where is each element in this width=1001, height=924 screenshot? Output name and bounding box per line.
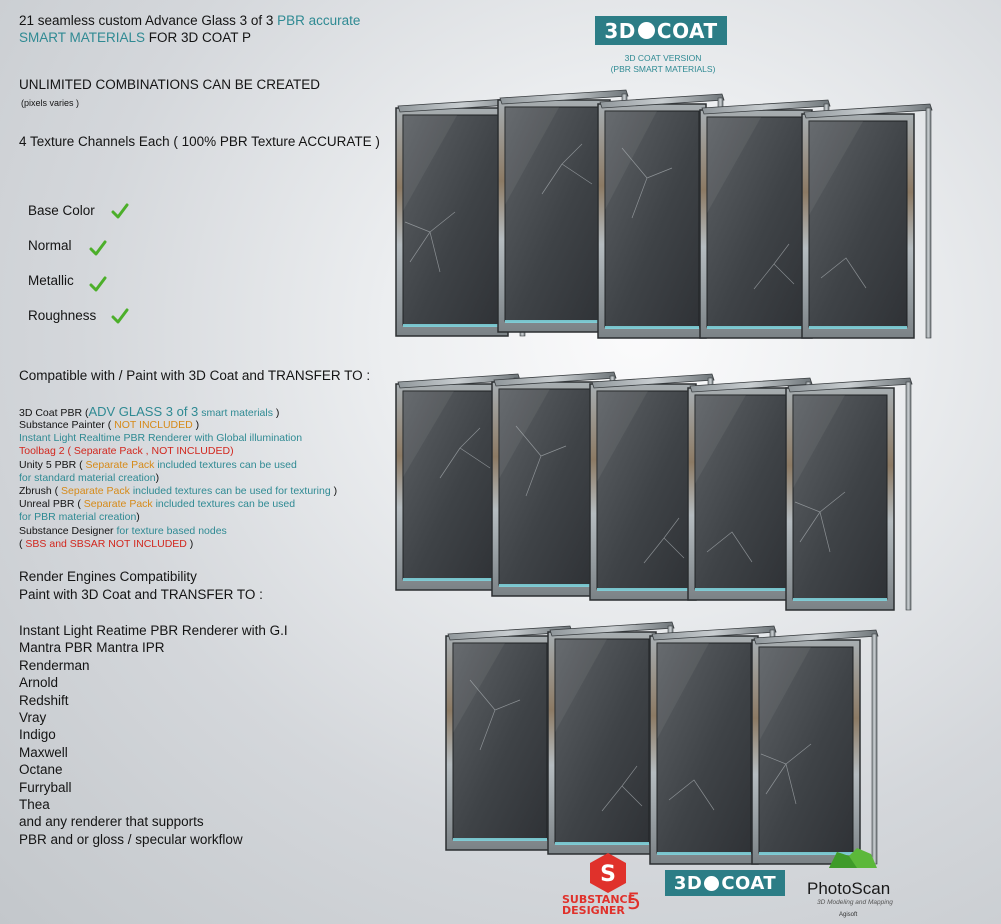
glass-door-panel <box>395 373 521 591</box>
render-heading-2: Paint with 3D Coat and TRANSFER TO : <box>19 587 263 602</box>
glass-door-panel <box>649 625 777 865</box>
substance-line1: SUBSTANCE <box>562 893 636 906</box>
compat-3dcoat: 3D Coat PBR (ADV GLASS 3 of 3 smart mate… <box>19 404 280 419</box>
logo-circle-icon <box>637 22 655 39</box>
compat-unreal-2: for PBR material creation) <box>19 511 140 523</box>
renderer-item: Indigo <box>19 727 56 743</box>
svg-text:S: S <box>600 862 616 887</box>
compat-toolbag: Toolbag 2 ( Separate Pack , NOT INCLUDED… <box>19 445 234 457</box>
renderer-item: Arnold <box>19 675 59 691</box>
renderer-item: Mantra PBR Mantra IPR <box>19 640 165 656</box>
compat-sbs: ( SBS and SBSAR NOT INCLUDED ) <box>19 538 194 550</box>
renderer-item: Redshift <box>19 692 69 708</box>
renderer-list: Instant Light Reatime PBR Renderer with … <box>19 622 288 848</box>
renderer-item: Furryball <box>19 779 72 795</box>
logo-circle-icon <box>704 875 720 891</box>
renderer-item: Maxwell <box>19 744 68 760</box>
checkmark-icon <box>111 203 129 219</box>
compat-unreal: Unreal PBR ( Separate Pack included text… <box>19 498 296 510</box>
glass-door-panel <box>785 377 913 611</box>
compat-instant-light: Instant Light Realtime PBR Renderer with… <box>19 432 303 444</box>
photoscan-vendor: Agisoft <box>839 912 858 918</box>
photoscan-icon <box>829 848 877 868</box>
pixels-note: (pixels varies ) <box>21 98 80 108</box>
compat-substance-painter: Substance Painter ( NOT INCLUDED ) <box>19 419 200 431</box>
renderer-item: Renderman <box>19 657 90 673</box>
compat-zbrush: Zbrush ( Separate Pack included textures… <box>19 485 338 497</box>
substance-designer-logo: S SUBSTANCE DESIGNER 5 <box>562 852 644 918</box>
unlimited-heading: UNLIMITED COMBINATIONS CAN BE CREATED <box>19 77 321 92</box>
compat-substance-designer: Substance Designer for texture based nod… <box>19 525 227 537</box>
renderer-item: Octane <box>19 762 63 778</box>
glass-door-panel <box>801 103 933 339</box>
renderer-item: Vray <box>19 710 47 726</box>
channel-base-color: Base Color <box>28 203 95 218</box>
channels-heading: 4 Texture Channels Each ( 100% PBR Textu… <box>19 134 380 149</box>
channel-roughness: Roughness <box>28 308 97 323</box>
intro-line-2: SMART MATERIALS FOR 3D COAT P <box>19 30 252 45</box>
channel-normal: Normal <box>28 238 72 253</box>
substance-icon: S <box>590 853 626 893</box>
checkmark-icon <box>89 276 107 292</box>
substance-line2: DESIGNER <box>562 904 625 917</box>
checkmark-icon <box>89 240 107 256</box>
renderer-item: and any renderer that supports <box>19 814 204 830</box>
renderer-item: PBR and or gloss / specular workflow <box>19 831 243 847</box>
glass-door-panel <box>687 377 813 601</box>
glass-door-panel <box>751 629 879 865</box>
substance-version: 5 <box>627 890 641 915</box>
compat-unity: Unity 5 PBR ( Separate Pack included tex… <box>19 459 297 471</box>
glass-door-panel <box>445 625 573 851</box>
photoscan-logo: PhotoScan 3D Modeling and Mapping Agisof… <box>805 846 905 922</box>
renderer-item: Instant Light Reatime PBR Renderer with … <box>19 623 288 638</box>
compat-unity-2: for standard material creation) <box>19 472 160 484</box>
logo-caption-2: (PBR SMART MATERIALS) <box>610 64 716 74</box>
photoscan-tagline: 3D Modeling and Mapping <box>817 899 893 906</box>
renderer-item: Thea <box>19 797 50 813</box>
logo-caption-1: 3D COAT VERSION <box>624 53 702 63</box>
channel-metallic: Metallic <box>28 273 74 288</box>
glass-door-panel <box>497 89 629 333</box>
checkmark-icon <box>111 308 129 324</box>
intro-line-1: 21 seamless custom Advance Glass 3 of 3 … <box>19 13 361 28</box>
compat-heading: Compatible with / Paint with 3D Coat and… <box>19 368 371 383</box>
photoscan-name: PhotoScan <box>807 879 891 898</box>
glass-door-panel <box>395 97 527 337</box>
render-heading-1: Render Engines Compatibility <box>19 569 197 584</box>
